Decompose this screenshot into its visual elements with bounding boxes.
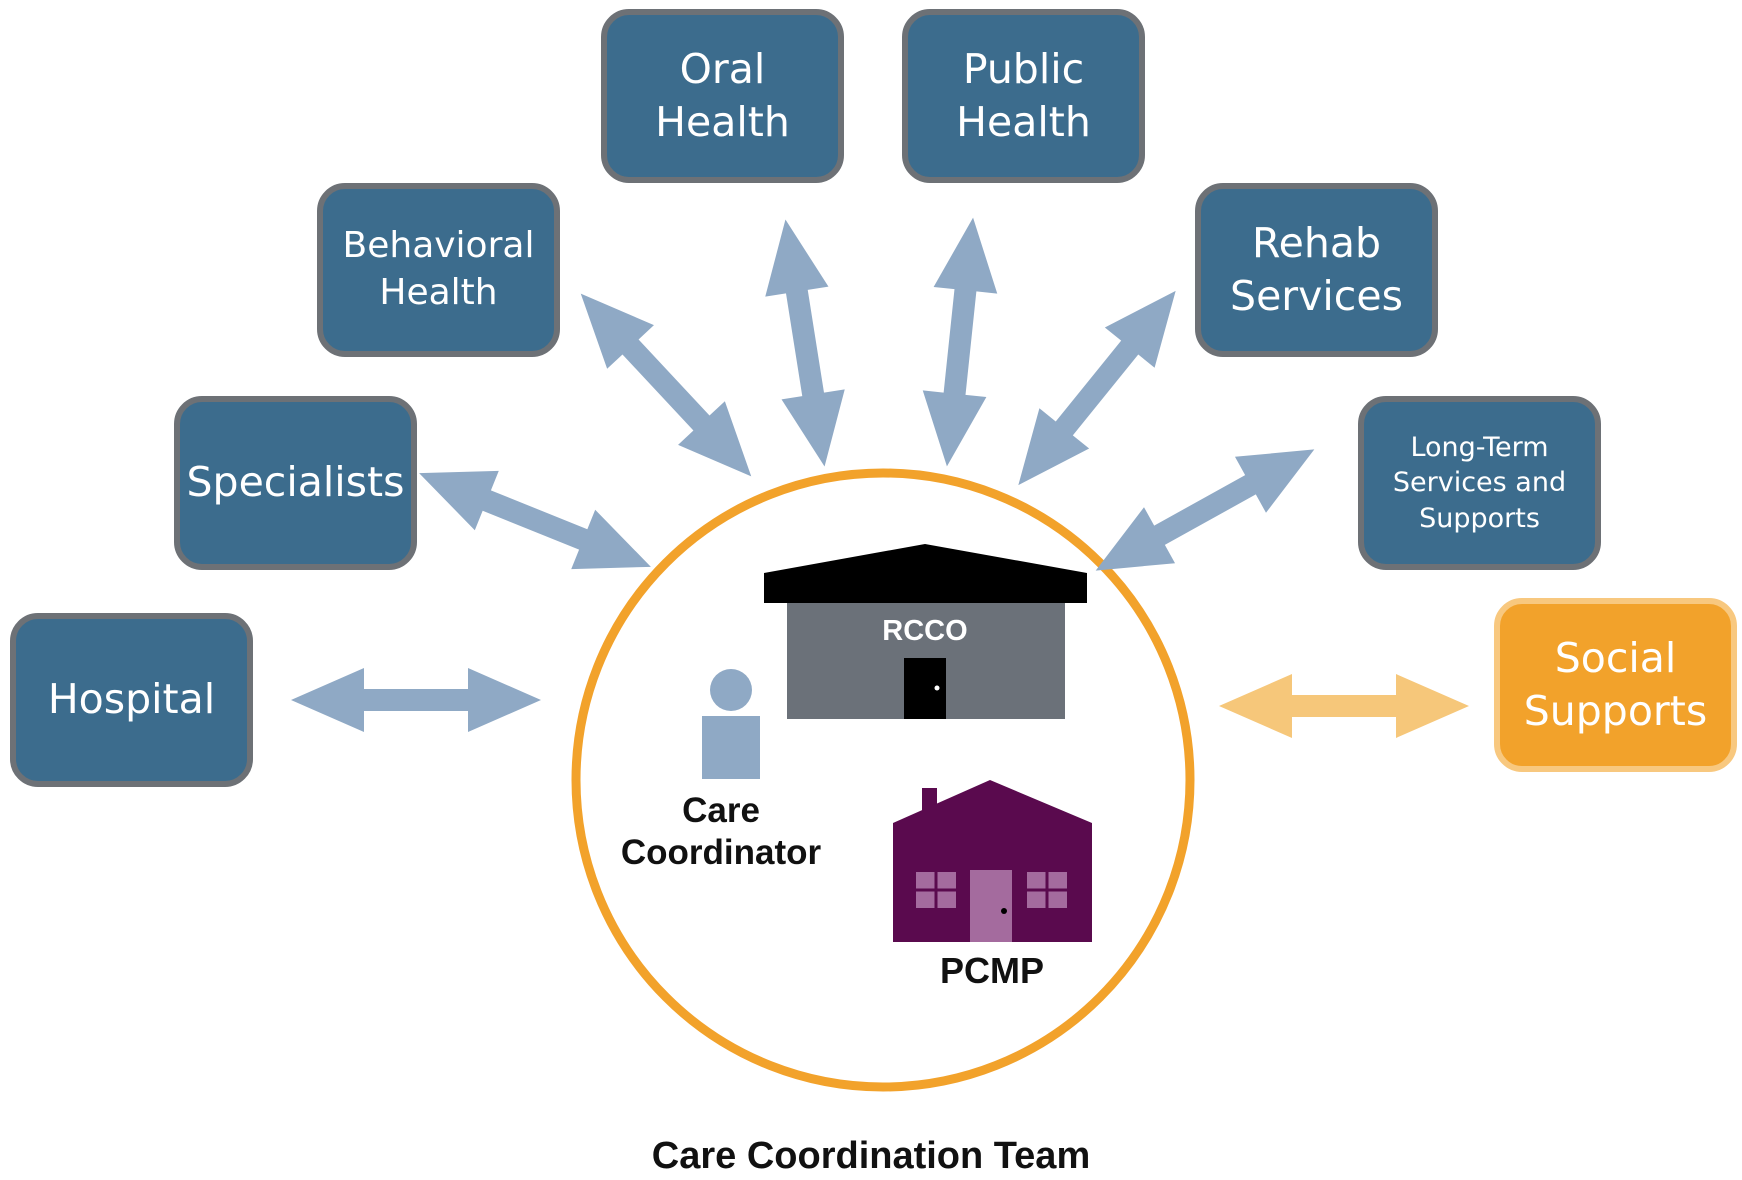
rcco-label: RCCO (882, 615, 968, 647)
node-long-term-services: Long-Term Services and Supports (1358, 396, 1601, 570)
arrow-behavioral-health (557, 271, 775, 499)
node-social-supports: Social Supports (1494, 598, 1737, 772)
node-behavioral-health-label: Behavioral Health (342, 225, 535, 313)
node-rehab-services: Rehab Services (1195, 183, 1438, 357)
node-hospital-label: Hospital (47, 675, 216, 724)
node-behavioral-health: Behavioral Health (317, 183, 560, 357)
arrow-social-supports (1219, 674, 1469, 738)
node-hospital: Hospital (10, 613, 253, 787)
arrow-specialists (407, 443, 663, 597)
node-specialists: Specialists (174, 396, 417, 570)
care-team-circle (571, 468, 1195, 1092)
node-oral-health: Oral Health (601, 9, 844, 183)
node-social-supports-label: Social Supports (1523, 633, 1708, 735)
arrow-oral-health (753, 214, 857, 472)
arrow-long-term (1080, 421, 1330, 599)
rcco-building-icon (764, 544, 1087, 719)
arrow-hospital (291, 668, 541, 732)
care-coordinator-person-icon (702, 669, 760, 779)
diagram-title: Care Coordination Team (651, 1135, 1091, 1177)
node-rehab-services-label: Rehab Services (1230, 218, 1403, 320)
node-public-health-label: Public Health (956, 44, 1091, 146)
node-public-health: Public Health (902, 9, 1145, 183)
node-specialists-label: Specialists (186, 458, 405, 507)
arrow-rehab-services (993, 270, 1201, 506)
arrow-public-health (915, 214, 1005, 470)
care-coordinator-label: Care Coordinator (620, 791, 822, 872)
node-oral-health-label: Oral Health (655, 44, 790, 146)
pcmp-label: PCMP (939, 950, 1044, 991)
node-long-term-services-label: Long-Term Services and Supports (1392, 432, 1567, 534)
pcmp-house-icon (893, 780, 1092, 942)
